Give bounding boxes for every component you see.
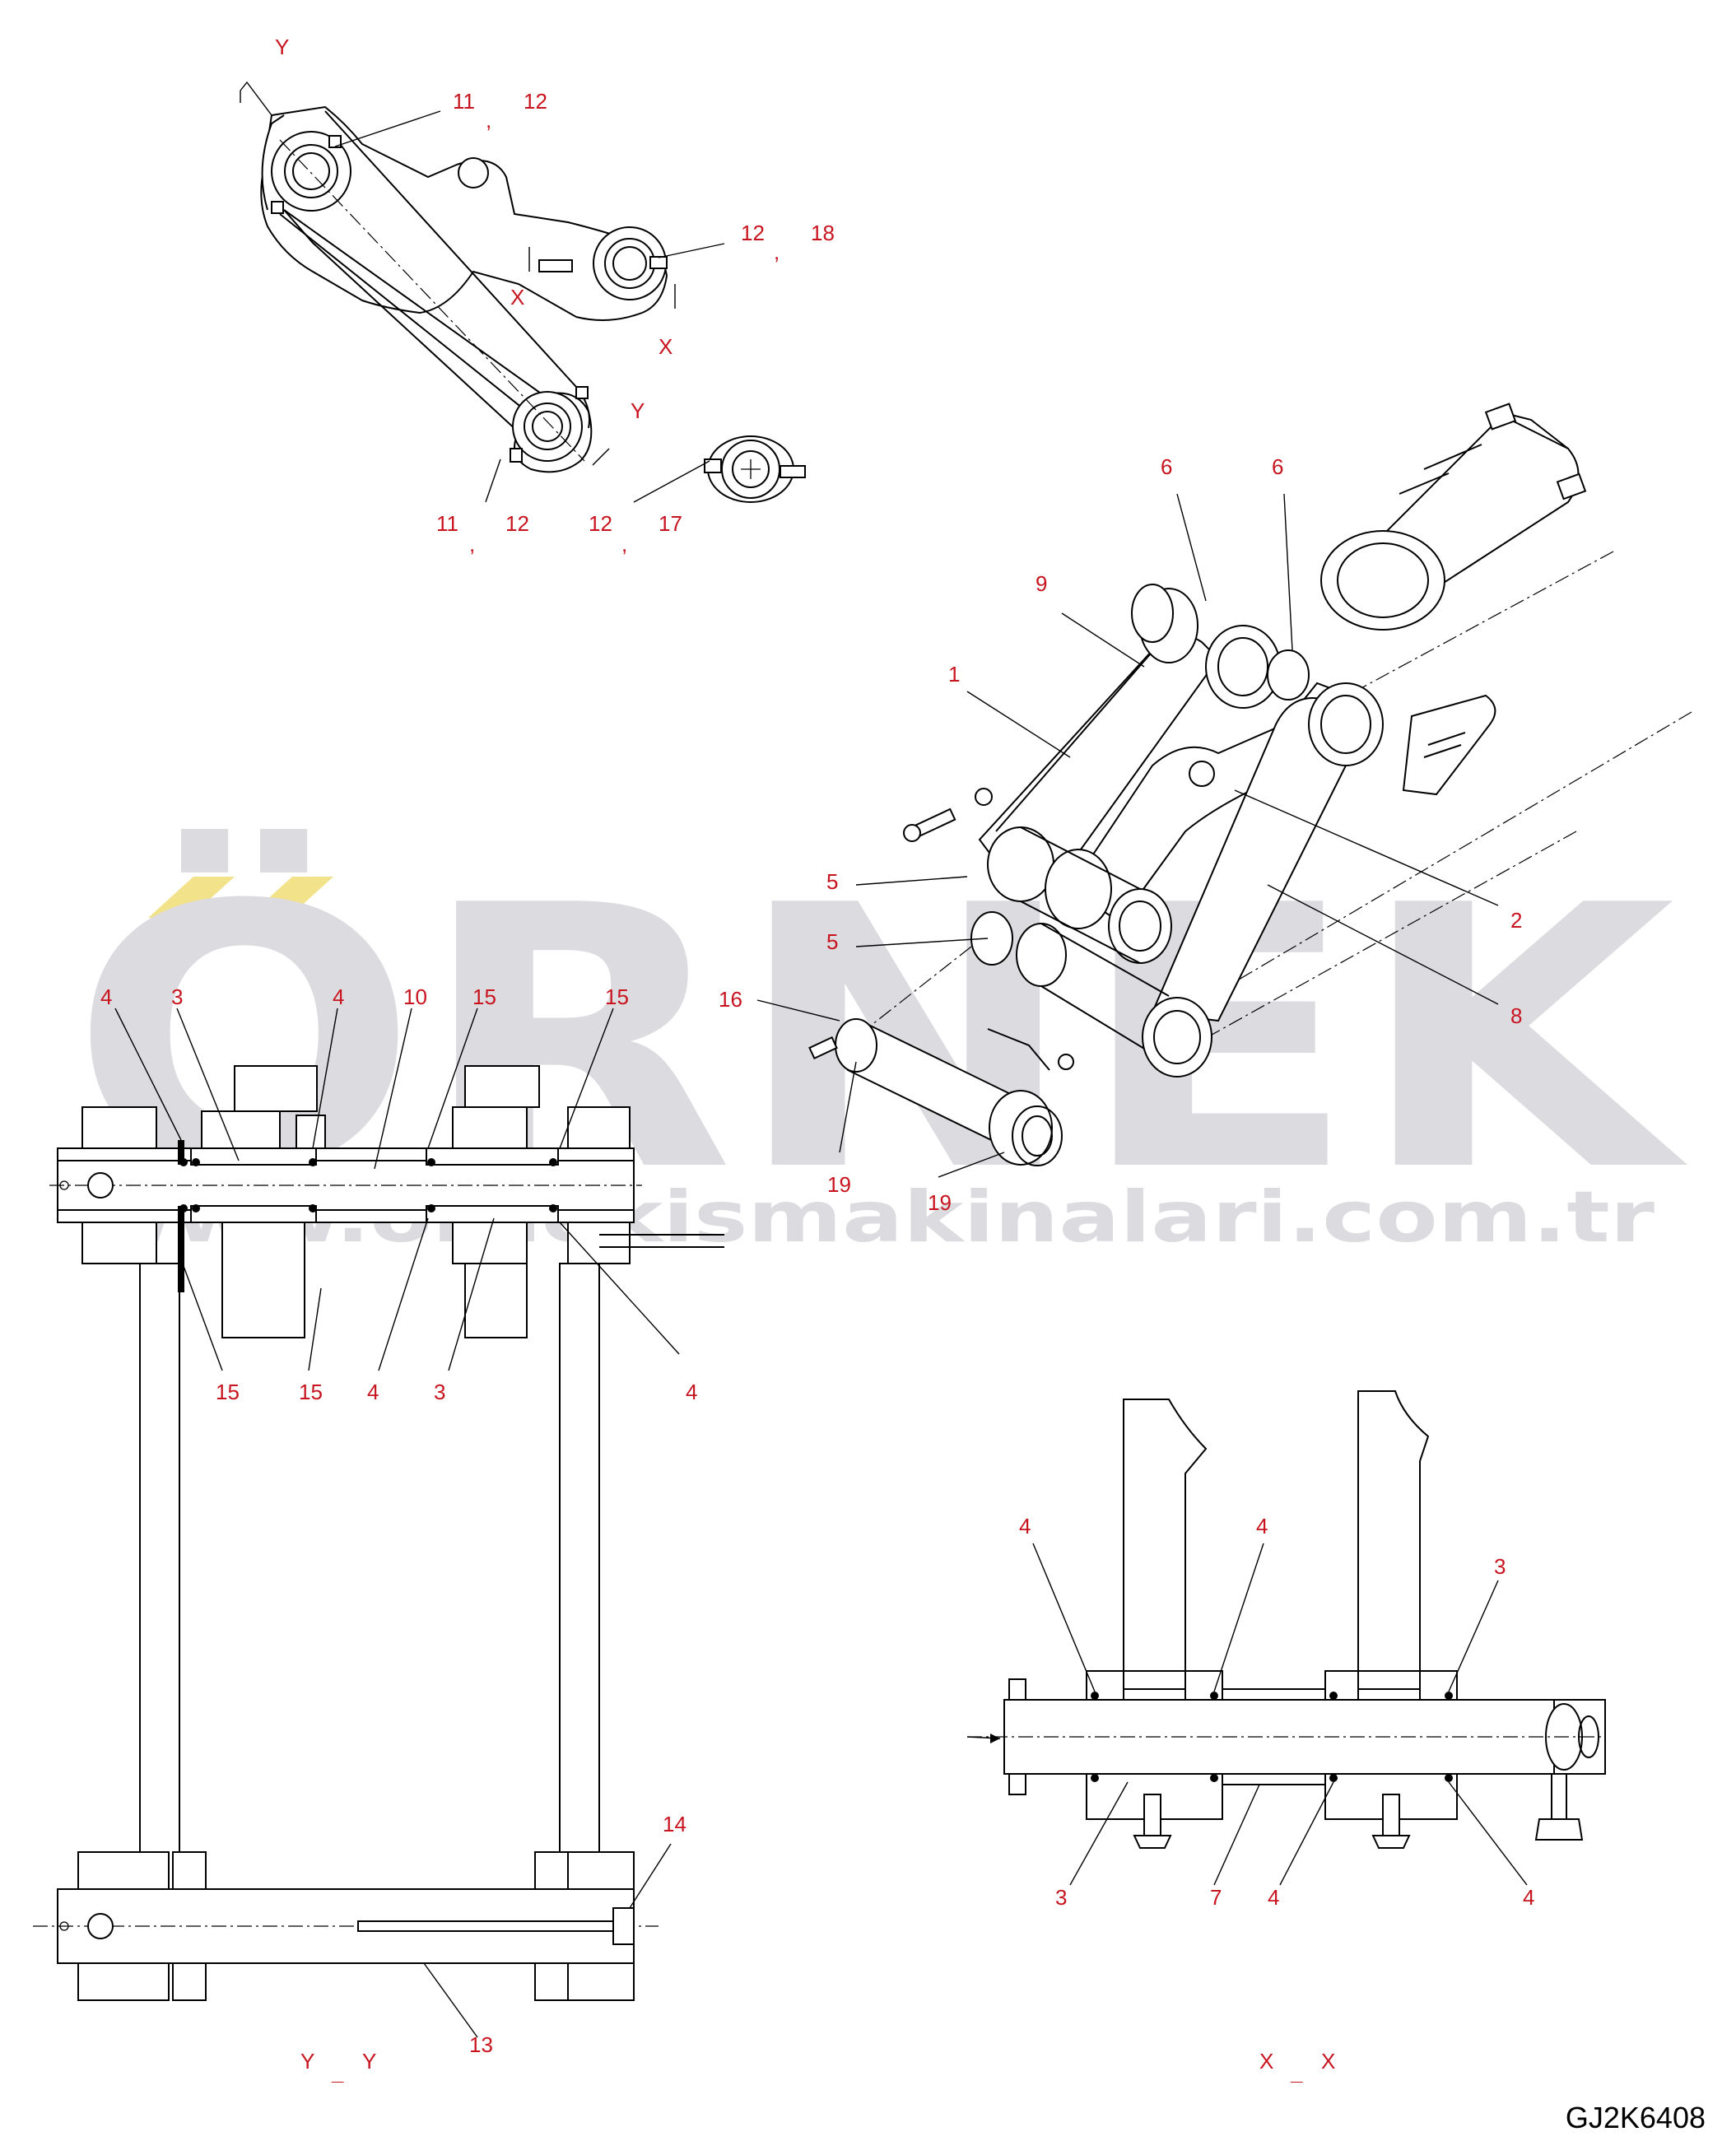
label-4-yy-3: 4	[367, 1380, 379, 1404]
label-12-detail: 12	[589, 511, 612, 536]
label-comma-top: ,	[486, 108, 491, 133]
label-15-yy-4: 15	[299, 1380, 323, 1404]
label-3-xx-2: 3	[1055, 1885, 1067, 1910]
caption-xx-left: X	[1259, 2049, 1273, 2074]
label-6-right: 6	[1272, 454, 1283, 479]
label-14: 14	[663, 1812, 686, 1836]
watermark-accent-mark-right	[247, 877, 333, 918]
label-11-bottom: 11	[436, 511, 458, 536]
label-y-bottom: Y	[631, 398, 645, 423]
link-arm-labels: Y 11 , 12 12 , 18 X X Y 11 , 12 12 , 17	[275, 35, 835, 556]
label-4-yy-2: 4	[333, 984, 344, 1009]
isometric-assembly-view	[756, 403, 1692, 1178]
watermark-accent-mark-left	[148, 877, 235, 918]
label-comma-detail: ,	[621, 532, 627, 556]
label-10: 10	[403, 984, 427, 1009]
label-7: 7	[1210, 1885, 1222, 1910]
label-4-yy-1: 4	[100, 984, 112, 1009]
label-1: 1	[948, 662, 960, 687]
label-19-right: 19	[928, 1190, 952, 1215]
label-6-left: 6	[1161, 454, 1172, 479]
label-8: 8	[1510, 1003, 1522, 1028]
caption-xx-right: X	[1321, 2049, 1335, 2074]
label-15-yy-2: 15	[605, 984, 629, 1009]
caption-yy-sep: _	[331, 2060, 344, 2085]
label-4-yy-4: 4	[686, 1380, 697, 1404]
link-arm-view	[240, 81, 806, 503]
pin-detail	[704, 435, 806, 503]
label-15-yy-1: 15	[472, 984, 496, 1009]
label-x-left: X	[510, 285, 524, 310]
label-5-top: 5	[826, 869, 838, 894]
label-19-left: 19	[827, 1172, 851, 1197]
caption-xx-sep: _	[1290, 2060, 1303, 2085]
label-4-xx-3: 4	[1268, 1885, 1279, 1910]
label-18: 18	[811, 221, 835, 245]
section-xx-view	[966, 1390, 1606, 1886]
label-17: 17	[659, 511, 682, 536]
label-3-yy-2: 3	[434, 1380, 445, 1404]
label-5-bottom: 5	[826, 929, 838, 954]
drawing-code: GJ2K6408	[1566, 2101, 1706, 2134]
section-yy-view	[33, 1008, 724, 2038]
label-2: 2	[1510, 908, 1522, 933]
caption-yy-left: Y	[300, 2049, 314, 2074]
label-3-xx-1: 3	[1494, 1554, 1506, 1579]
label-comma-bottom: ,	[469, 532, 475, 556]
caption-yy-right: Y	[362, 2049, 376, 2074]
label-comma-mid: ,	[774, 240, 780, 264]
bearing-dots-xx	[1091, 1692, 1453, 1782]
label-15-yy-3: 15	[216, 1380, 240, 1404]
label-9: 9	[1036, 571, 1047, 596]
section-xx-labels: 4 4 3 3 7 4 4 X _ X	[1019, 1514, 1534, 2085]
label-4-xx-2: 4	[1256, 1514, 1268, 1538]
label-12-top: 12	[524, 89, 547, 114]
label-13: 13	[469, 2032, 493, 2057]
section-yy-labels: 4 3 4 10 15 15 15 15 4 3 4 14 13 Y _ Y	[100, 984, 697, 2085]
bearing-dots	[179, 1158, 557, 1212]
label-12-mid: 12	[741, 221, 765, 245]
label-3-yy-1: 3	[171, 984, 183, 1009]
label-x-right: X	[659, 334, 673, 359]
label-11-top: 11	[453, 89, 475, 114]
label-4-xx-4: 4	[1523, 1885, 1534, 1910]
label-y-top: Y	[275, 35, 289, 59]
label-12-bottom: 12	[505, 511, 529, 536]
isometric-labels: 6 6 9 1 5 5 2 8 16 19 19	[719, 454, 1522, 1215]
label-16: 16	[719, 987, 742, 1012]
label-4-xx-1: 4	[1019, 1514, 1031, 1538]
